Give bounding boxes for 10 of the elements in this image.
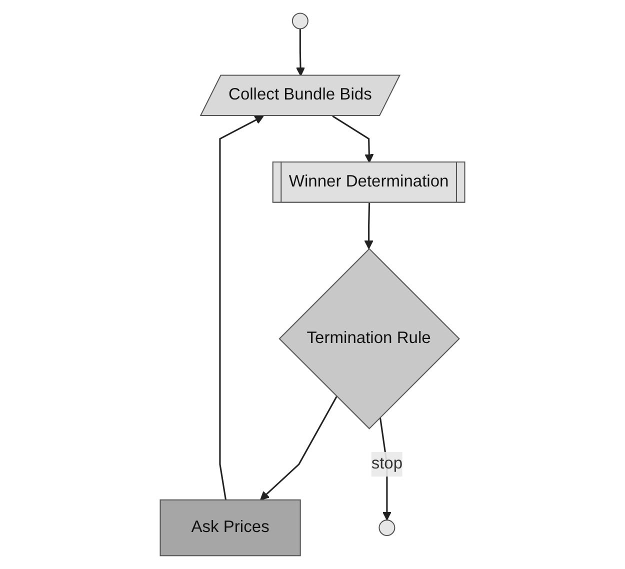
- arrow: [219, 116, 264, 500]
- node-circle: [292, 12, 308, 30]
- arrow: [260, 396, 338, 500]
- arrow: [296, 28, 306, 76]
- arrow: [364, 202, 374, 250]
- node-diamond: Termination Rule: [278, 248, 460, 430]
- edge-label: stop: [371, 454, 403, 473]
- node-circle: [378, 520, 396, 536]
- node-box: Ask Prices: [160, 499, 301, 556]
- arrow: [332, 115, 374, 163]
